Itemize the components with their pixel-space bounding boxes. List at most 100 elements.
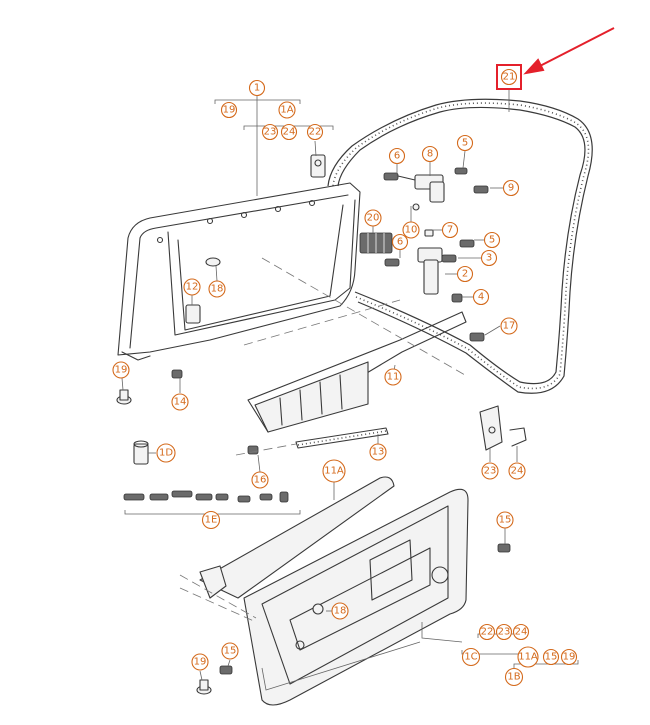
screw-15-right	[497, 543, 511, 553]
plug-19	[116, 389, 132, 405]
svg-text:20: 20	[367, 213, 380, 224]
screw-15-bottom	[219, 665, 233, 675]
screw-16	[247, 445, 259, 455]
svg-text:1B: 1B	[507, 672, 520, 683]
svg-text:19: 19	[223, 105, 236, 116]
pad-20	[359, 232, 393, 254]
callout-8: 8	[421, 145, 439, 163]
callout-19b: 19	[112, 361, 130, 379]
svg-text:11A: 11A	[518, 652, 538, 663]
svg-text:18: 18	[334, 606, 347, 617]
callout-1: 1	[248, 79, 266, 97]
callout-1d: 1D	[156, 443, 176, 463]
door-frame	[117, 182, 361, 361]
callout-17: 17	[500, 317, 518, 335]
callout-24c: 24	[512, 623, 530, 641]
svg-text:24: 24	[283, 127, 296, 138]
callout-19c: 19	[560, 648, 578, 666]
callout-18: 18	[208, 280, 226, 298]
lock-bracket	[310, 154, 326, 178]
callout-15b: 15	[542, 648, 560, 666]
svg-text:10: 10	[405, 225, 418, 236]
window-trim	[247, 311, 467, 433]
svg-text:15: 15	[499, 515, 512, 526]
svg-text:24: 24	[511, 466, 524, 477]
svg-text:18: 18	[211, 284, 224, 295]
svg-text:15: 15	[224, 646, 237, 657]
svg-text:2: 2	[462, 269, 468, 280]
callout-1c: 1C	[461, 647, 481, 667]
svg-text:19: 19	[563, 652, 576, 663]
assembly-lines	[179, 257, 466, 623]
callout-18b: 18	[331, 602, 349, 620]
svg-text:22: 22	[481, 627, 494, 638]
callout-20: 20	[364, 209, 382, 227]
callout-11a: 11A	[322, 459, 346, 483]
svg-text:4: 4	[478, 292, 484, 303]
callout-16: 16	[251, 471, 269, 489]
callout-4: 4	[472, 288, 490, 306]
callout-19: 19	[220, 101, 238, 119]
lower-hinge	[384, 229, 475, 303]
svg-text:15: 15	[545, 652, 558, 663]
svg-text:21: 21	[503, 72, 516, 83]
callout-1b: 1B	[504, 667, 524, 687]
callout-13: 13	[369, 443, 387, 461]
callout-7: 7	[441, 221, 459, 239]
svg-text:9: 9	[508, 183, 514, 194]
seal-strip-13	[295, 427, 389, 449]
callout-15c: 15	[221, 642, 239, 660]
svg-text:12: 12	[186, 282, 199, 293]
screw-set-1e	[123, 490, 301, 515]
svg-text:1D: 1D	[159, 448, 173, 459]
bolt-17	[469, 332, 485, 342]
svg-text:19: 19	[115, 365, 128, 376]
highlight-box	[496, 64, 522, 90]
svg-text:24: 24	[515, 627, 528, 638]
svg-text:3: 3	[486, 253, 492, 264]
callout-1a: 1A	[278, 101, 296, 119]
callout-5: 5	[456, 134, 474, 152]
callout-23c: 23	[495, 623, 513, 641]
svg-text:5: 5	[489, 235, 495, 246]
svg-text:23: 23	[498, 627, 511, 638]
svg-text:6: 6	[394, 151, 400, 162]
screw-14	[171, 369, 183, 379]
callout-6: 6	[388, 147, 406, 165]
callout-12: 12	[183, 278, 201, 296]
svg-text:23: 23	[264, 127, 277, 138]
callout-3: 3	[480, 249, 498, 267]
callout-24: 24	[280, 123, 298, 141]
svg-text:17: 17	[503, 321, 516, 332]
callout-19d: 19	[191, 653, 209, 671]
svg-text:19: 19	[194, 657, 207, 668]
latch-bracket	[479, 405, 527, 451]
svg-text:11A: 11A	[324, 466, 344, 477]
svg-text:14: 14	[174, 397, 187, 408]
door-seal	[327, 98, 593, 394]
callout-22b: 22	[478, 623, 496, 641]
callout-5b: 5	[483, 231, 501, 249]
svg-text:23: 23	[484, 466, 497, 477]
callout-22: 22	[306, 123, 324, 141]
svg-text:11: 11	[387, 372, 400, 383]
callout-23: 23	[261, 123, 279, 141]
svg-text:1A: 1A	[280, 105, 293, 116]
svg-text:5: 5	[462, 138, 468, 149]
svg-text:8: 8	[427, 149, 433, 160]
callouts: 1 19 1A 23 24 22 21 6 8 5 9 10 7 5 6 3 2…	[112, 68, 578, 687]
callout-6b: 6	[391, 233, 409, 251]
sleeve-1d	[133, 440, 149, 465]
callout-24b: 24	[508, 462, 526, 480]
callout-1e: 1E	[201, 510, 221, 530]
svg-text:1E: 1E	[205, 515, 218, 526]
svg-text:22: 22	[309, 127, 322, 138]
callout-23b: 23	[481, 462, 499, 480]
svg-text:6: 6	[397, 237, 403, 248]
callout-15: 15	[496, 511, 514, 529]
plug-19-bottom	[196, 679, 212, 695]
callout-9: 9	[502, 179, 520, 197]
pointer-arrow	[523, 27, 615, 75]
clip-12	[185, 304, 201, 324]
